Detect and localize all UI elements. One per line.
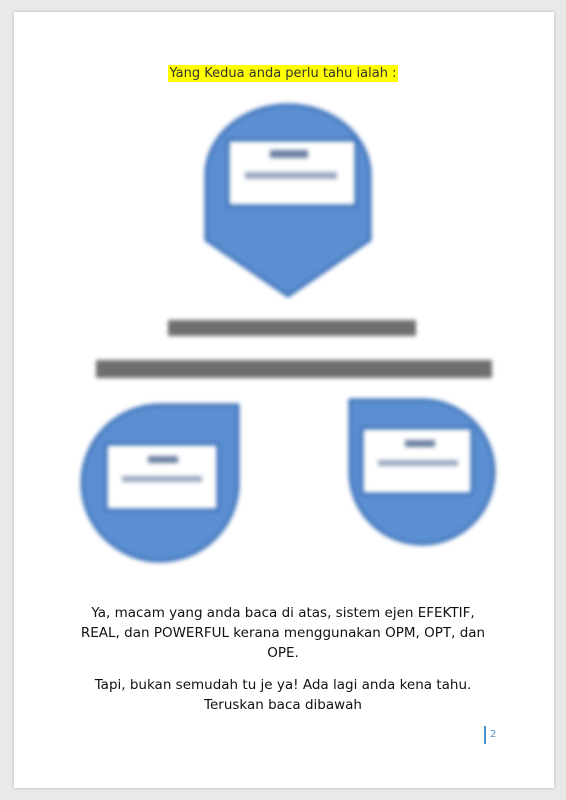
highlighted-heading-text: Yang Kedua anda perlu tahu ialah : (167, 65, 399, 82)
top-pin-shape (204, 103, 372, 298)
page-number: 2 (484, 726, 496, 744)
body-paragraph-2: Tapi, bukan semudah tu je ya! Ada lagi a… (94, 677, 472, 713)
blurred-caption (96, 320, 492, 378)
left-drop-shape (80, 403, 240, 563)
right-drop-shape (348, 398, 496, 546)
body-paragraph-1: Ya, macam yang anda baca di atas, sistem… (80, 605, 486, 661)
page-heading: Yang Kedua anda perlu tahu ialah : (0, 65, 566, 82)
